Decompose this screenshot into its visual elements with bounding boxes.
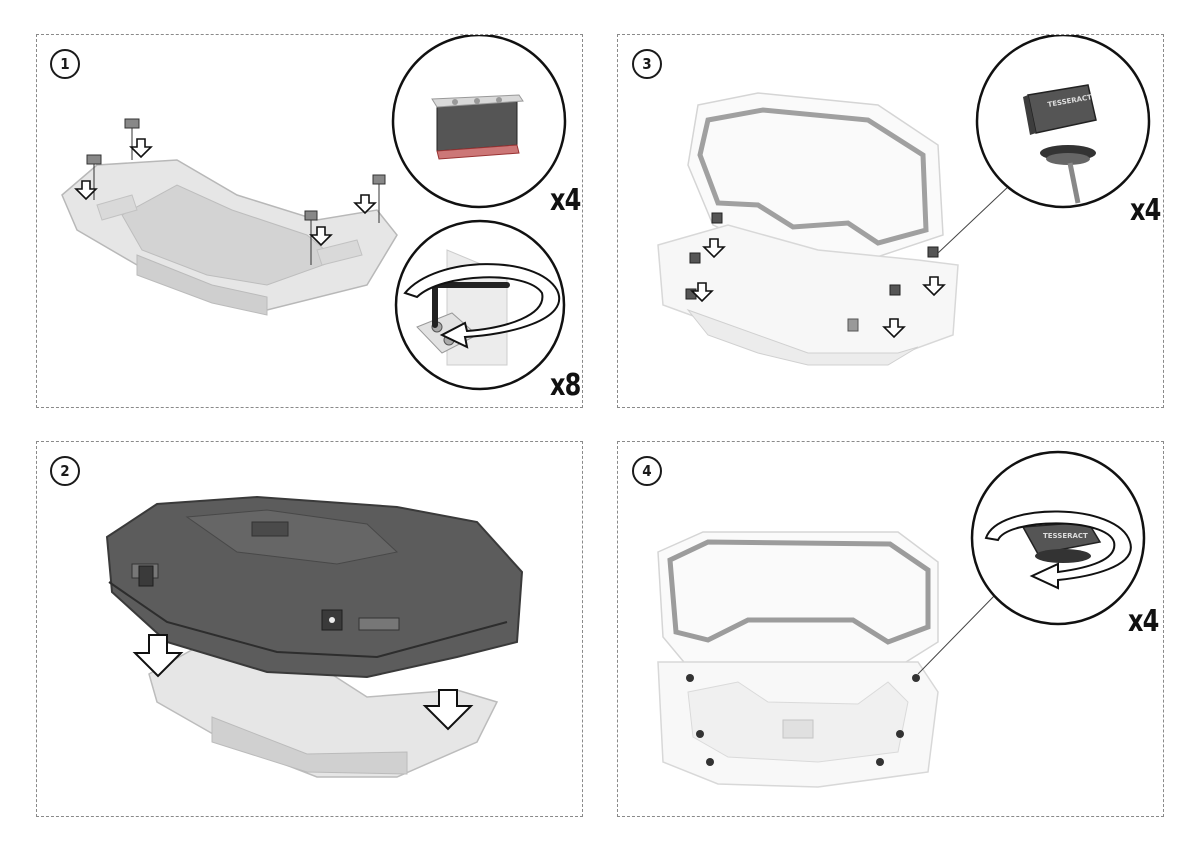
detail-hexkey-circle [394, 219, 566, 391]
step-2-illustration [105, 495, 524, 778]
quantity-label: x4 [550, 183, 581, 218]
step-number-badge: 3 [632, 49, 662, 79]
case-body [657, 661, 939, 788]
step-4-panel: 4 TESSERACT x4 [617, 441, 1164, 817]
step-number-badge: 1 [50, 49, 80, 79]
detail-knob-circle: TESSERACT [970, 450, 1146, 626]
storage-case [105, 495, 524, 679]
step-4-illustration: TESSERACT [657, 450, 1146, 788]
step-3-illustration: TESSERACT [657, 35, 1151, 366]
step-number-badge: 2 [50, 456, 80, 486]
step-1-illustration [61, 35, 567, 391]
step-2-panel: 2 [36, 441, 583, 817]
knob-icon [686, 674, 920, 766]
arrow-down-icon [132, 634, 474, 731]
foam-pads [86, 118, 386, 265]
rotate-arrow-icon [403, 263, 561, 349]
arrow-down-icon [690, 238, 946, 339]
quantity-label: x8 [550, 368, 581, 403]
open-case-lid [687, 92, 944, 261]
step-1-panel: 1 [36, 34, 583, 408]
case-body [657, 224, 959, 366]
quantity-label: x4 [1130, 193, 1161, 228]
arrow-down-icon [74, 138, 377, 247]
open-case-lid [657, 531, 939, 668]
rotate-arrow-icon [984, 510, 1132, 590]
detail-pad-circle [391, 35, 567, 209]
knob-icon [685, 212, 939, 300]
svg-text:TESSERACT: TESSERACT [1043, 532, 1088, 540]
base-tray [148, 646, 499, 778]
quantity-label: x4 [1128, 604, 1159, 639]
base-tray [61, 159, 398, 316]
detail-knob-circle: TESSERACT [975, 35, 1151, 209]
step-3-panel: 3 TESSERACT [617, 34, 1164, 408]
step-number-badge: 4 [632, 456, 662, 486]
